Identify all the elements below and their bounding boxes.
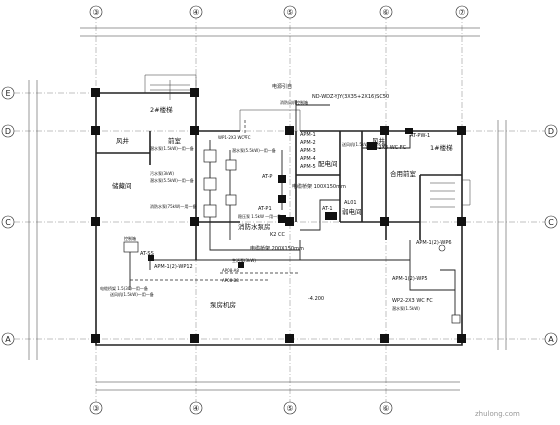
label-f6: 送风机(1.5kW)一用一备: [342, 141, 386, 147]
axis-label-right-1: D: [548, 127, 554, 136]
interior-walls: [96, 131, 462, 260]
label-level: -4.200: [308, 296, 324, 302]
axis-label-right-3: A: [548, 335, 554, 344]
axis-label-bottom-1: ③: [92, 404, 99, 413]
axis-bubbles-left: E D C A: [1, 86, 15, 346]
room-stair-2: 2#楼梯: [150, 105, 173, 114]
room-lounge: 前室: [168, 136, 182, 145]
axis-label-bottom-2: ④: [192, 404, 199, 413]
axis-label-top-4: ⑥: [382, 8, 389, 17]
outer-walls: [95, 74, 463, 346]
label-mp1: MP1-2X3 WC FC: [366, 145, 407, 151]
label-fb-note: 潜水泵(5.5kW)一用一备: [232, 147, 276, 153]
dimension-lines: [28, 27, 507, 391]
room-fan-2: 风井: [372, 136, 386, 145]
label-f1: 潜水泵(1.5kW)一用一备: [150, 145, 194, 151]
axis-label-top-5: ⑦: [458, 8, 465, 17]
label-sp-note: 电缆桥架 1.5(30)一用一备: [100, 285, 148, 291]
label-ctrl-box: 控制箱: [124, 235, 136, 241]
axis-label-left-2: D: [5, 127, 11, 136]
structural-columns: [91, 88, 466, 343]
label-apm-1: APM-1: [300, 132, 316, 138]
room-pump: 泵房机房: [210, 300, 236, 309]
room-labels: 2#楼梯 风井 前室 储藏间 消防水泵房 配电间 弱电间 合用前室 1#楼梯 泵…: [112, 105, 453, 309]
room-power: 配电间: [318, 159, 338, 168]
label-apm-5: APM-5: [300, 164, 316, 170]
label-cable-tray: 电缆桥架 100X150mm: [292, 183, 346, 190]
label-fire-note: 消防风机控制箱: [280, 99, 308, 105]
label-apm-wp5: APM-1(2)-WP5: [392, 276, 428, 282]
axis-label-bottom-3: ⑤: [286, 404, 293, 413]
axis-label-top-2: ④: [192, 8, 199, 17]
label-at-1: AT-1: [322, 206, 333, 212]
watermark-text: zhulong.com: [475, 410, 520, 418]
stair-2-hatch: [150, 80, 190, 100]
axis-label-left-3: C: [5, 218, 11, 227]
label-at-p: AT-P: [262, 174, 272, 180]
axis-bubbles-right: D C A: [544, 124, 558, 346]
axis-label-bottom-4: ⑥: [382, 404, 389, 413]
label-apm-wp6: APM-1(2)-WP6: [416, 240, 452, 246]
label-al01: AL01: [344, 200, 357, 206]
label-f8: 生活泵(3kW): [232, 257, 256, 263]
room-fire-pump: 消防水泵房: [238, 222, 271, 231]
room-fan: 风井: [116, 136, 130, 145]
label-mp-left: WP1-2X3 WC FC: [218, 135, 251, 140]
label-at-pw1: AT-PW-1: [410, 133, 430, 139]
axis-label-right-2: C: [548, 218, 554, 227]
label-f3: 消防水泵(75kW)一用一备: [150, 203, 196, 209]
label-at-p1: AT-P1: [258, 206, 272, 212]
axis-bubbles-top: ③ ④ ⑤ ⑥ ⑦: [89, 5, 469, 19]
label-apm-4: APM-4: [300, 156, 316, 162]
label-apm-wp12: APM-1(2)-WP12: [154, 264, 193, 270]
label-fa-note: 送风机(1.5kW)一用一备: [110, 291, 154, 297]
label-top-note2: 电源引自: [272, 83, 292, 90]
label-f5: 稳压泵 1.5kW 一用一备: [238, 213, 281, 219]
equipment-boxes: [123, 128, 461, 324]
room-storage: 储藏间: [112, 181, 132, 190]
annotation-labels: 电源引自 ND-WDZ-YJY(3X35+2X16)SC50 APM-1 APM…: [100, 83, 452, 311]
label-ap08: AP08-A8: [222, 268, 239, 273]
room-weak: 弱电间: [342, 207, 362, 216]
label-f7: 潜水泵(1.5kW): [392, 305, 420, 311]
room-stair-1: 1#楼梯: [430, 143, 453, 152]
label-f4: 污水泵(3kW): [150, 170, 174, 176]
axis-label-top-3: ⑤: [286, 8, 293, 17]
label-wp2: WP2-2X3 WC FC: [392, 298, 433, 304]
stair-1-hatch: [430, 174, 471, 208]
axis-label-left-1: E: [5, 89, 10, 98]
axis-label-top-1: ③: [92, 8, 99, 17]
room-shared: 合用前室: [390, 169, 417, 178]
label-top-note: ND-WDZ-YJY(3X35+2X16)SC50: [312, 94, 389, 100]
label-apm-2: APM-2: [300, 140, 316, 146]
label-k2cc: K2 CC: [270, 232, 286, 238]
axis-bubbles-bottom: ③ ④ ⑤ ⑥: [89, 401, 393, 415]
label-ss: AT-SS: [140, 251, 154, 257]
axis-label-left-4: A: [5, 335, 11, 344]
grid-lines: [14, 14, 546, 410]
label-ap08b: AP08-B8: [222, 278, 239, 283]
label-f2: 潜水泵(5.5kW)一用一备: [150, 177, 194, 183]
label-apm-3: APM-3: [300, 148, 316, 154]
label-cable-tray-2: 电缆桥架 200X150mm: [250, 245, 304, 252]
